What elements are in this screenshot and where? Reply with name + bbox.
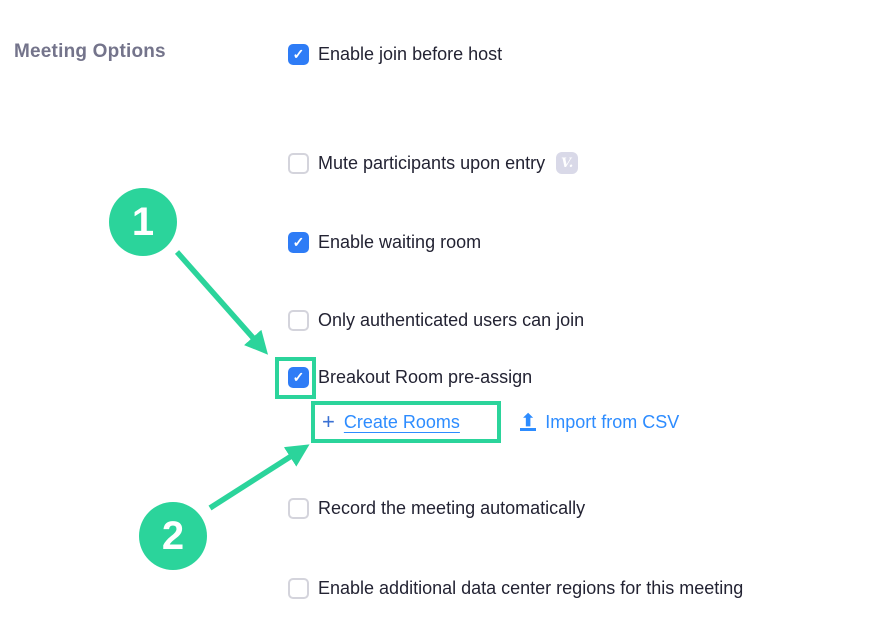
- import-from-csv-link-group[interactable]: ⬆ Import from CSV: [520, 409, 679, 435]
- step-1-number: 1: [131, 199, 155, 244]
- checkmark-icon: ✓: [292, 369, 305, 385]
- option-row-only-authenticated-users: Only authenticated users can join: [288, 309, 584, 331]
- checkbox-mute-participants[interactable]: [288, 152, 309, 174]
- checkbox-enable-join-before-host[interactable]: ✓: [288, 43, 309, 65]
- step-2-badge: 2: [139, 502, 207, 570]
- version-badge-icon: V.: [556, 152, 579, 174]
- create-rooms-link-group[interactable]: + Create Rooms: [322, 409, 460, 435]
- checkmark-icon: ✓: [292, 234, 305, 250]
- checkbox-additional-data-center-regions[interactable]: [288, 577, 309, 599]
- section-title: Meeting Options: [14, 41, 166, 62]
- step-1-badge: 1: [109, 188, 177, 256]
- plus-icon: +: [322, 409, 335, 434]
- checkbox-enable-waiting-room[interactable]: ✓: [288, 231, 309, 253]
- checkbox-only-authenticated-users[interactable]: [288, 309, 309, 331]
- import-from-csv-link[interactable]: Import from CSV: [545, 411, 680, 432]
- option-label: Enable waiting room: [318, 231, 482, 252]
- option-row-breakout-room-pre-assign: ✓ Breakout Room pre-assign: [288, 366, 532, 388]
- option-row-record-automatically: Record the meeting automatically: [288, 497, 585, 519]
- option-label: Record the meeting automatically: [318, 497, 586, 518]
- upload-icon: ⬆: [520, 410, 537, 432]
- option-row-enable-join-before-host: ✓ Enable join before host: [288, 43, 502, 65]
- checkbox-breakout-room-pre-assign[interactable]: ✓: [288, 366, 309, 388]
- checkbox-record-automatically[interactable]: [288, 497, 309, 519]
- option-label: Enable additional data center regions fo…: [318, 577, 744, 598]
- option-label: Breakout Room pre-assign: [318, 366, 533, 387]
- annotation-arrow-1: [174, 250, 269, 355]
- option-label: Only authenticated users can join: [318, 309, 585, 330]
- annotation-arrow-2: [208, 444, 310, 511]
- checkmark-icon: ✓: [292, 46, 305, 62]
- step-2-number: 2: [161, 513, 185, 558]
- option-label: Mute participants upon entry: [318, 152, 546, 173]
- option-row-enable-waiting-room: ✓ Enable waiting room: [288, 231, 481, 253]
- option-row-additional-data-center-regions: Enable additional data center regions fo…: [288, 577, 743, 599]
- option-label: Enable join before host: [318, 43, 503, 64]
- option-row-mute-participants: Mute participants upon entry V.: [288, 152, 579, 174]
- create-rooms-link[interactable]: Create Rooms: [343, 411, 460, 432]
